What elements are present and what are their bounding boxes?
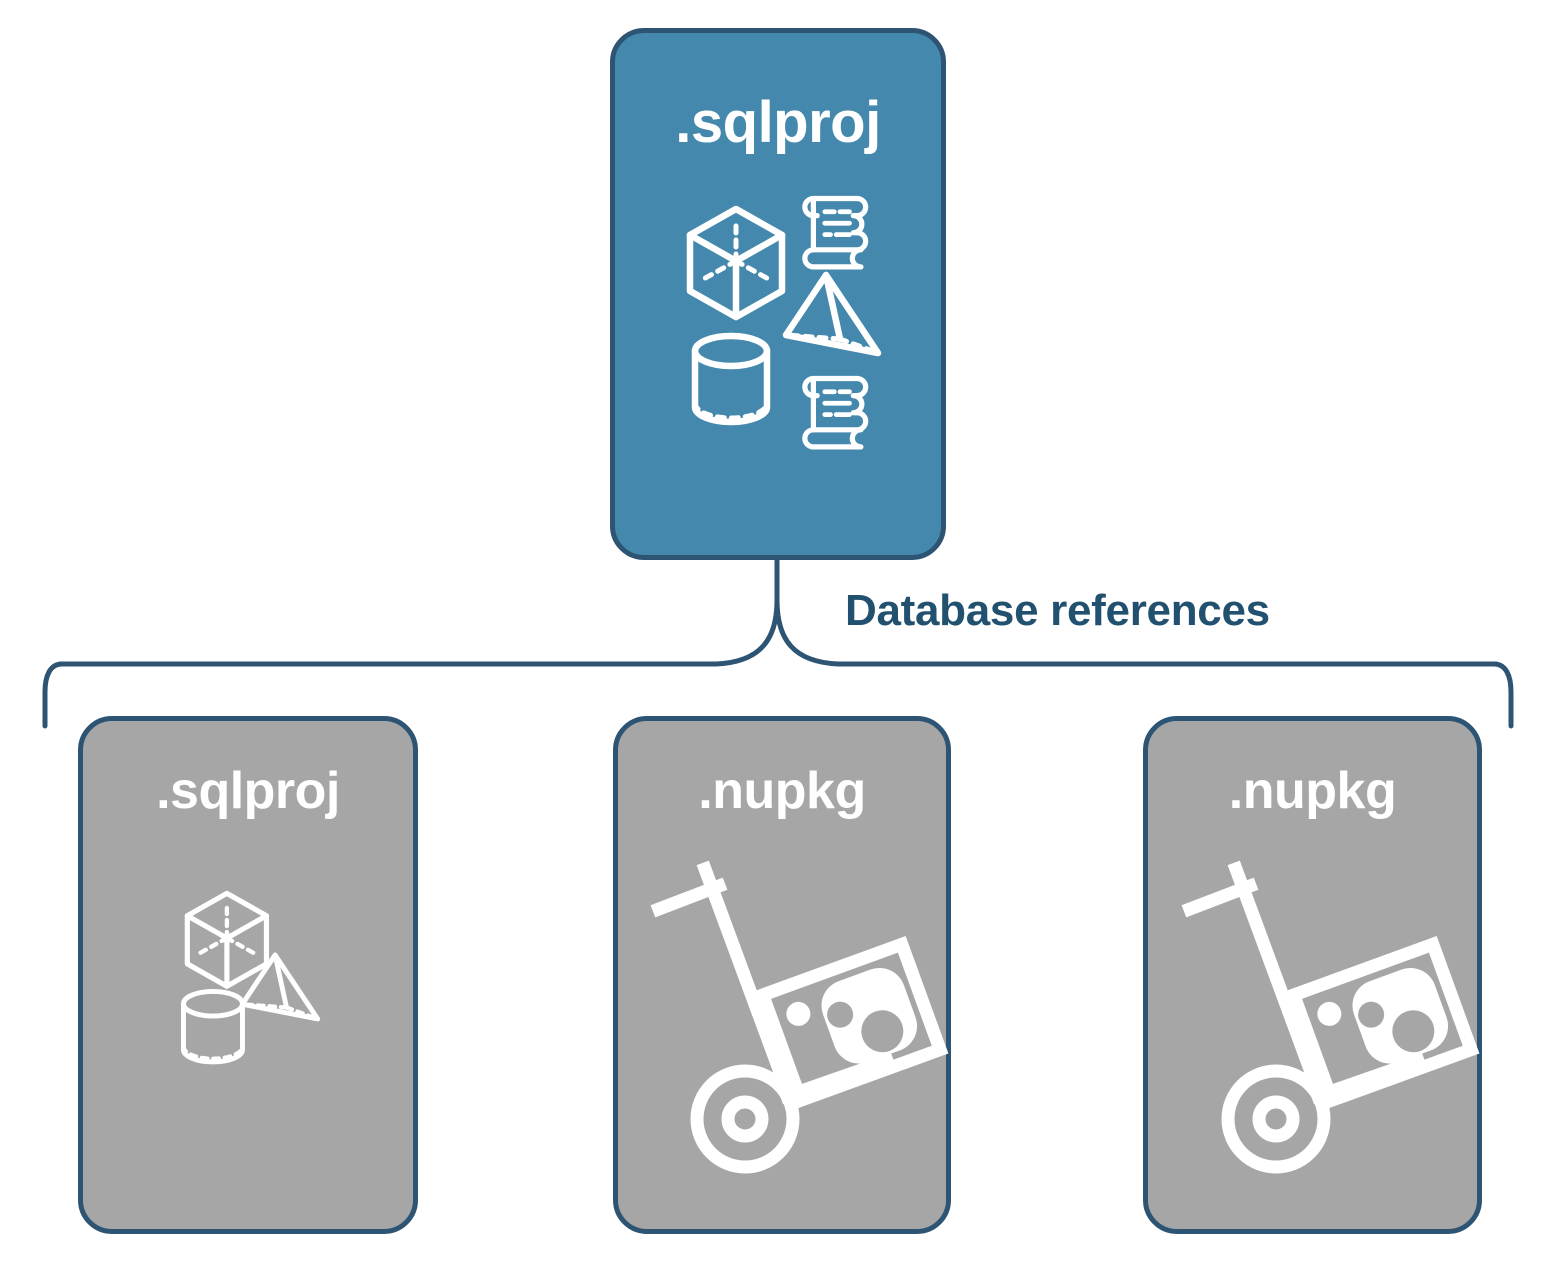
node-icon-group — [83, 871, 413, 1091]
pyramid-icon — [782, 271, 882, 357]
cylinder-icon — [181, 989, 245, 1065]
node-icon-group — [618, 860, 949, 1174]
wheel — [690, 1064, 800, 1174]
hand-truck-package-icon — [650, 860, 949, 1174]
node-title: .nupkg — [1228, 762, 1397, 820]
hand-truck-package-icon — [1181, 860, 1479, 1174]
node-title: .sqlproj — [156, 762, 340, 820]
node-title: .nupkg — [698, 762, 866, 820]
node-sqlproj-reference[interactable]: .sqlproj — [78, 716, 418, 1234]
cube-icon — [686, 205, 786, 321]
node-nupkg-reference-1[interactable]: .nupkg — [613, 716, 951, 1234]
node-title: .sqlproj — [675, 90, 881, 155]
cylinder-icon — [691, 332, 771, 426]
node-nupkg-reference-2[interactable]: .nupkg — [1143, 716, 1482, 1234]
node-icon-group — [1148, 860, 1479, 1174]
cube-icon — [184, 890, 270, 989]
node-icon-group — [615, 183, 941, 453]
connector-label: Database references — [845, 586, 1270, 635]
node-sqlproj-root[interactable]: .sqlproj — [610, 28, 946, 560]
pyramid-icon — [239, 952, 321, 1022]
scroll-icon-top — [802, 195, 869, 270]
wheel — [1221, 1064, 1330, 1174]
scroll-icon-bottom — [802, 375, 869, 450]
